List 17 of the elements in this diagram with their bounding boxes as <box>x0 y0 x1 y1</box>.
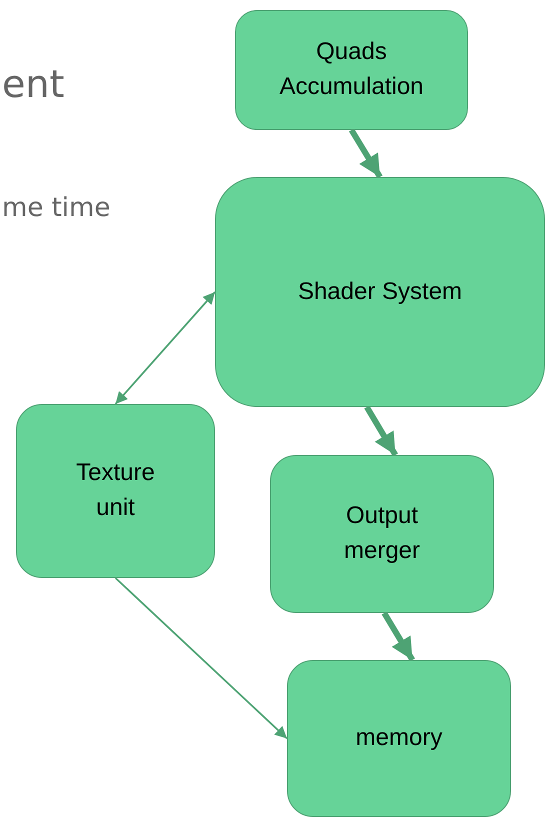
box-label: Quads Accumulation <box>278 37 425 102</box>
process-box <box>215 177 545 407</box>
arrow <box>348 128 383 179</box>
box-label: Output merger <box>342 501 422 566</box>
box-label: Shader System <box>298 276 462 307</box>
box-label: Texture unit <box>75 458 156 523</box>
process-box <box>235 10 468 130</box>
slide-text: me time <box>2 193 110 223</box>
arrow <box>114 577 288 740</box>
arrow <box>114 291 216 405</box>
process-box <box>270 455 494 613</box>
arrow <box>364 405 398 457</box>
box-label: memory <box>356 723 442 754</box>
process-box <box>287 660 511 817</box>
slide-text: ent <box>2 62 64 106</box>
arrow <box>382 611 416 662</box>
process-box <box>16 404 215 578</box>
